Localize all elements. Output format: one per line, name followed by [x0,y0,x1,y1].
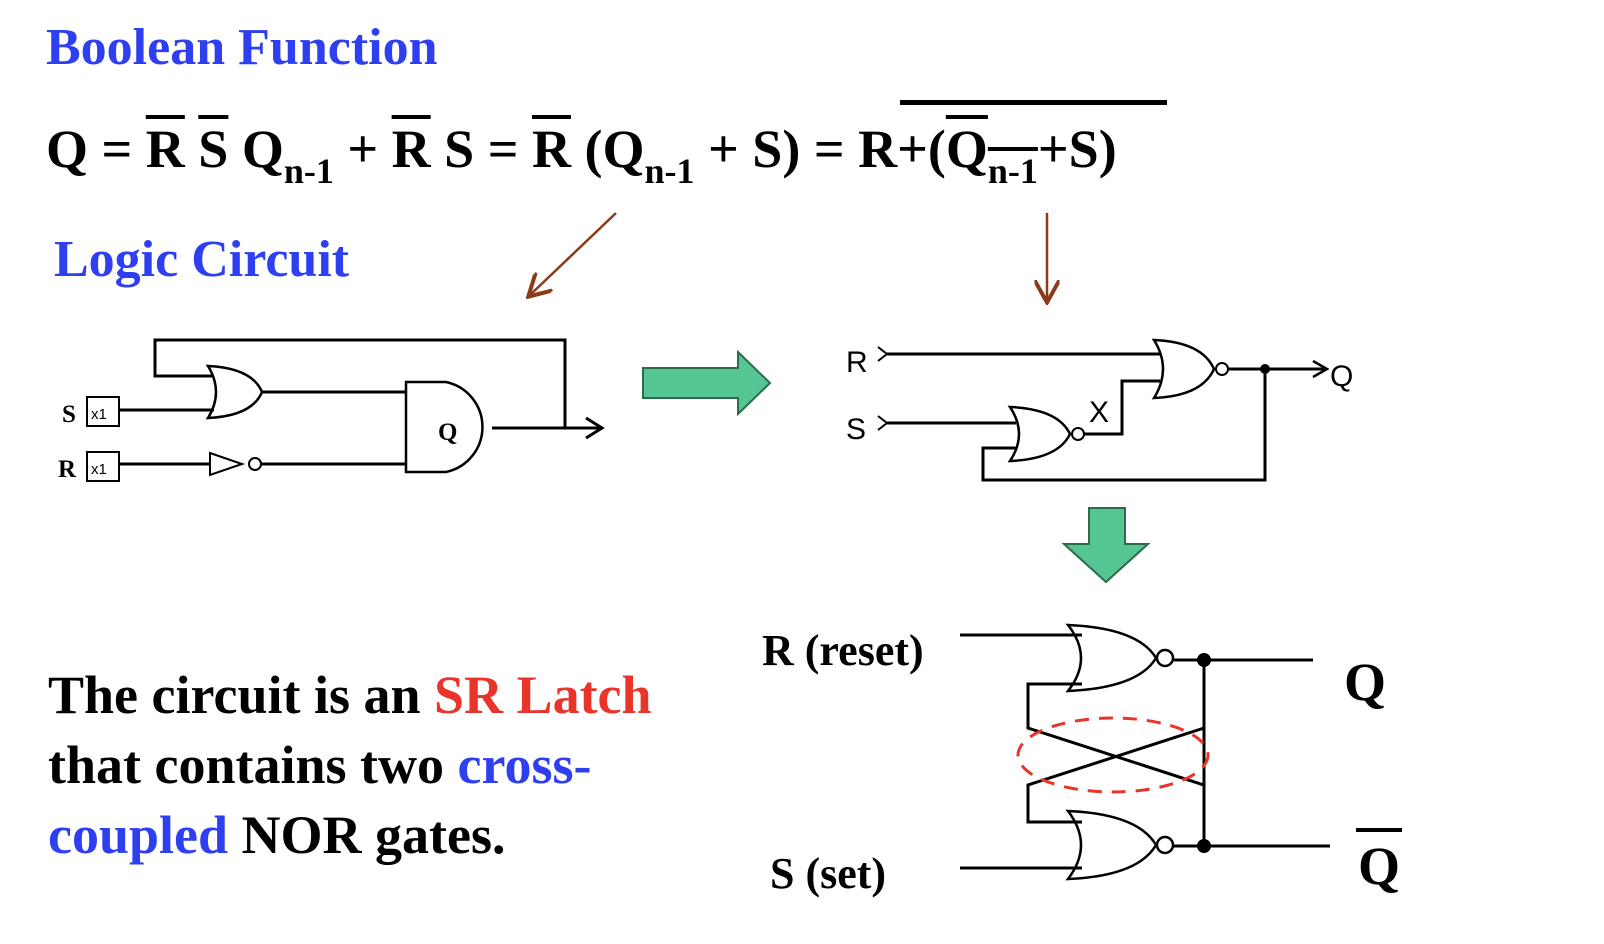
circuit2-junction [1260,364,1270,374]
cross-highlight: cross- [457,735,592,795]
or-gate [205,364,264,420]
green-arrow-down [1061,507,1151,584]
circuit-2 [877,338,1330,482]
sr-nor-top-bubble [1155,648,1175,668]
eq-term3-lparen: ( [584,119,603,179]
logic-circuit-heading: Logic Circuit [54,231,350,288]
sr-nor-bottom [1065,809,1158,881]
circuit2-output-q: Q [1330,360,1353,393]
not-gate-bubble [248,457,262,471]
sr-junction-top [1197,653,1211,667]
eq-term3-q: Q [602,119,645,179]
s-buffer-label: x1 [91,406,107,423]
eq-sign-3: = [813,119,845,179]
nor-top-bubble [1215,362,1229,376]
annotation-arrow-left [530,212,617,295]
eq-sign-2: = [487,119,519,179]
r-buffer-label: x1 [91,461,107,478]
eq-term3-sub: n-1 [644,151,695,191]
boolean-equation: Q = R S Qn-1 + R S = R (Qn-1 + S) = R+(Q… [46,122,1117,189]
eq-term3-rparen: ) [782,119,801,179]
circuit2-feedback [981,369,1267,482]
circuit2-input-s: S [846,413,866,446]
eq-term3-s: S [752,119,783,179]
eq-lhs-q: Q [46,119,89,179]
nor-bottom-bubble [1071,427,1085,441]
eq-sign-1: = [101,119,133,179]
boolean-function-heading: Boolean Function [46,19,438,76]
circuit1-input-s: S [62,401,76,428]
statement-line-3: coupled NOR gates. [48,800,506,870]
eq-term1-sub: n-1 [283,151,334,191]
green-arrow-right [642,349,772,417]
circuit-1 [86,338,605,482]
eq-term4-qbar: Qn-1 [945,119,1038,191]
eq-plus-1: + [347,119,379,179]
sr-nor-bottom-bubble [1155,835,1175,855]
eq-term4-rplus: R+ [858,119,928,179]
circuit1-input-r: R [58,456,77,483]
eq-term1-rbar: R [145,119,185,179]
circuit-3 [960,623,1330,881]
feedback-wire [153,338,567,428]
cross-wire-from-qbar [1026,725,1206,846]
circuit3-output-qbar: Q [1358,836,1400,896]
eq-term4-lparen: ( [927,119,946,179]
and-gate-label: Q [438,419,457,446]
circuit2-input-r: R [846,346,868,379]
cross-wire-from-q [1026,660,1206,788]
r-buffer-box [86,451,120,482]
nor-gate-top [1151,338,1216,400]
circuit2-node-x: X [1089,396,1109,429]
eq-term2-s: S [444,119,475,179]
eq-term4-outer-bar [900,100,1167,105]
statement-line-1: The circuit is an SR Latch [48,660,652,730]
eq-term4-plus-s: +S) [1037,119,1117,179]
sr-junction-bottom [1197,839,1211,853]
statement-line-2: that contains two cross- [48,730,592,800]
eq-plus-2: + [708,119,739,179]
sr-latch-highlight: SR Latch [434,665,652,725]
circuit3-input-r: R (reset) [762,626,924,675]
statement-text-2: that contains two [48,735,458,795]
eq-term3-rbar: R [531,119,571,179]
circuit3-input-s: S (set) [770,849,886,898]
sr-nor-top [1065,623,1158,693]
circuit1-output-arrow [585,416,605,440]
circuit3-output-q: Q [1344,652,1386,712]
nor-gate-bottom [1007,405,1072,463]
eq-term1-q: Q [241,119,284,179]
statement-text-1: The circuit is an [48,665,435,725]
eq-term2-rbar: R [391,119,431,179]
eq-term1-sbar: S [198,119,229,179]
statement-text-3: NOR gates. [228,805,506,865]
coupled-highlight: coupled [48,805,229,865]
and-gate [404,380,484,474]
not-gate [209,451,246,477]
cross-coupling-highlight [1016,716,1210,794]
